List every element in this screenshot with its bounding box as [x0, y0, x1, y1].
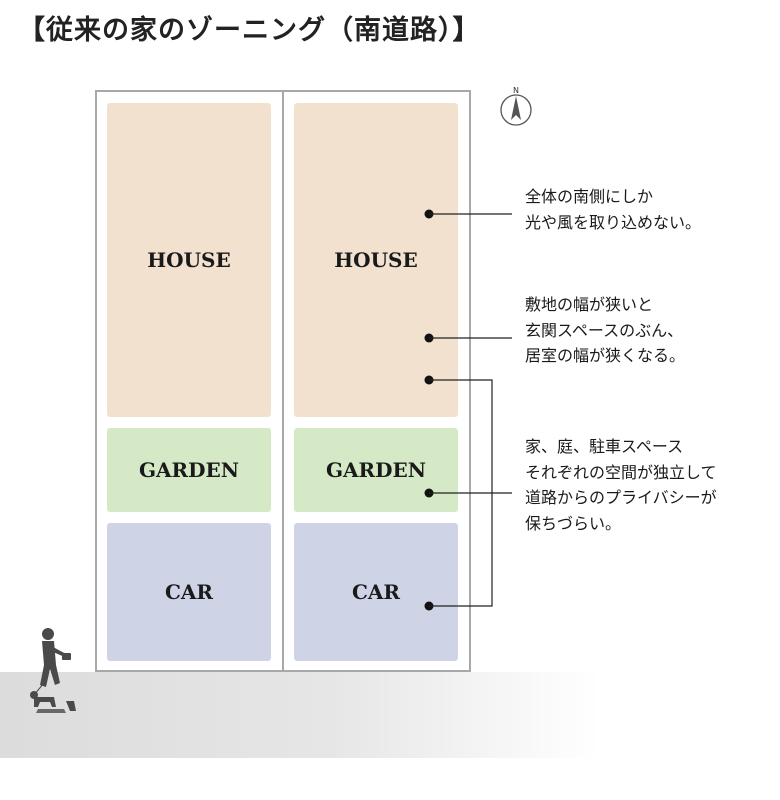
- zone-house: HOUSE: [107, 103, 271, 417]
- compass-label: N: [513, 86, 519, 95]
- zone-car: CAR: [107, 523, 271, 661]
- zone-car: CAR: [294, 523, 458, 661]
- zone-label: CAR: [351, 580, 401, 604]
- lot-right: HOUSE GARDEN CAR: [282, 90, 471, 672]
- zone-house: HOUSE: [294, 103, 458, 417]
- note-narrow-site: 敷地の幅が狭いと 玄関スペースのぶん、 居室の幅が狭くなる。: [525, 295, 686, 366]
- person-walking-dog-icon: [30, 628, 76, 713]
- zone-label: HOUSE: [147, 248, 231, 272]
- zone-label: GARDEN: [138, 458, 240, 482]
- note-light-wind: 全体の南側にしか 光や風を取り込めない。: [525, 187, 702, 232]
- zone-label: GARDEN: [325, 458, 427, 482]
- lot-left: HOUSE GARDEN CAR: [95, 90, 284, 672]
- note-privacy: 家、庭、駐車スペース それぞれの空間が独立して 道路からのプライバシーが 保ちづ…: [525, 437, 717, 533]
- road: [0, 672, 600, 758]
- diagram-title: 【従来の家のゾーニング（南道路）】: [18, 15, 481, 46]
- north-arrow-icon: N: [498, 84, 534, 128]
- zone-label: CAR: [164, 580, 214, 604]
- zone-garden: GARDEN: [294, 428, 458, 512]
- zone-label: HOUSE: [334, 248, 418, 272]
- zone-garden: GARDEN: [107, 428, 271, 512]
